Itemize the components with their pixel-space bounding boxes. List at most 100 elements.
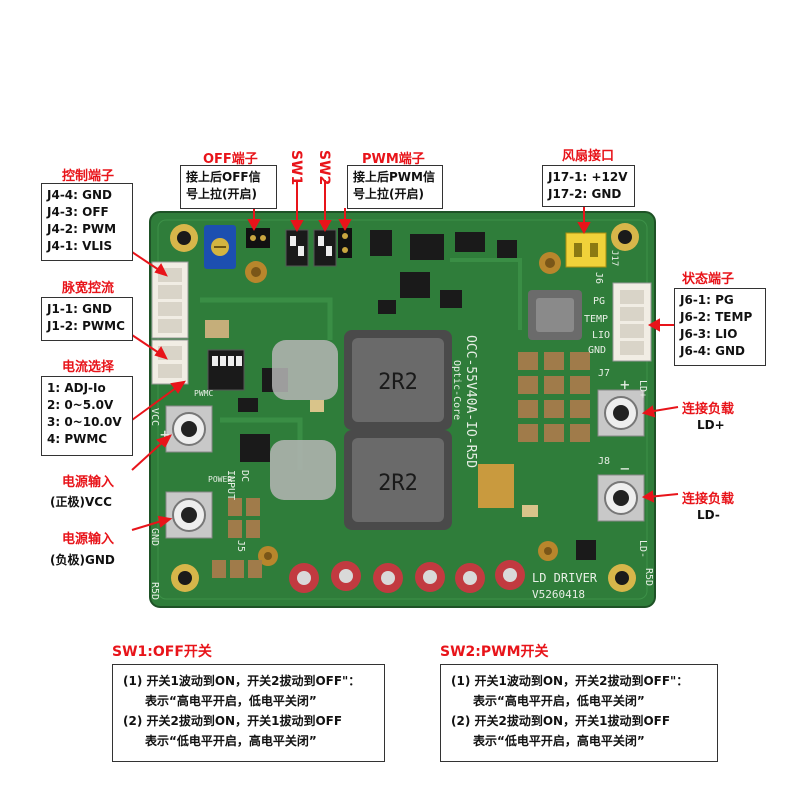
silk-j6: J6 — [593, 272, 604, 284]
load-pos-title: 连接负载 — [682, 402, 735, 417]
silk-plus-right: + — [620, 375, 630, 394]
sw1-line: 表示“高电平开启，低电平关闭” — [145, 694, 317, 708]
sw2-line: 表示“高电平开启，低电平关闭” — [473, 694, 645, 708]
silk-minus-right: − — [620, 459, 630, 478]
connector-j1 — [151, 339, 189, 385]
silk-pwmc: PWMC — [194, 389, 213, 398]
power-in-pos-sub: (正极)VCC — [50, 495, 112, 509]
sw2-title: SW2:PWM开关 — [440, 644, 549, 660]
fan-connector-box: J17-1: +12V J17-2: GND — [542, 165, 635, 207]
silk-j5: J5 — [235, 540, 246, 552]
control-item: J4-3: OFF — [47, 205, 109, 219]
control-terminal-box: J4-4: GND J4-3: OFF J4-2: PWM J4-1: VLIS — [41, 183, 133, 261]
sw2-line: 表示“低电平开启，高电平关闭” — [473, 734, 645, 748]
off-item: 接上后OFF信 — [186, 170, 261, 184]
power-in-neg-sub: (负极)GND — [50, 553, 115, 567]
mount-hole-bl — [171, 564, 199, 592]
current-title: 电流选择 — [62, 360, 115, 375]
sw1-switch — [285, 229, 309, 267]
status-item: J6-1: PG — [680, 293, 734, 307]
current-item: 1: ADJ-Io — [47, 381, 106, 395]
electrolytic-caps — [289, 560, 525, 593]
inductor-2-label: 2R2 — [378, 471, 418, 496]
off-item: 号上拉(开启) — [186, 187, 257, 201]
silk-ld-driver: LD DRIVER — [532, 571, 598, 585]
pulse-title: 脉宽控流 — [62, 281, 115, 296]
silk-input: INPUT — [225, 470, 236, 500]
silk-r5d-right: R5D — [643, 568, 654, 586]
mount-hole-tl — [170, 224, 198, 252]
power-in-neg-title: 电源输入 — [62, 532, 115, 547]
sw1-description-box: (1) 开关1波动到ON，开关2拔动到OFF"： 表示“高电平开启，低电平关闭”… — [112, 664, 385, 762]
mount-hole-tr — [611, 223, 639, 251]
sw2-switch — [313, 229, 337, 267]
pwm-terminal-box: 接上后PWM信 号上拉(开启) — [347, 165, 443, 209]
terminal-ld-minus — [597, 474, 645, 522]
sw2-line: (2) 开关2拔动到ON，开关1拔动到OFF — [451, 714, 671, 728]
silk-j17: J17 — [609, 250, 619, 266]
current-item: 3: 0~10.0V — [47, 415, 122, 429]
terminal-gnd — [165, 491, 213, 539]
pwm-item: 接上后PWM信 — [353, 170, 435, 184]
mount-hole-br — [608, 564, 636, 592]
silk-dc: DC — [239, 470, 250, 482]
inductor-2: 2R2 — [344, 430, 452, 530]
sw2-vertical-label: SW2 — [316, 150, 332, 186]
fan-item: J17-2: GND — [548, 187, 622, 201]
terminal-ld-plus — [597, 389, 645, 437]
load-pos-sub: LD+ — [697, 418, 725, 432]
silk-power: POWER — [208, 475, 232, 484]
silk-lio: LIO — [592, 330, 610, 341]
silk-brand-text: Optic-Core — [451, 360, 462, 420]
pulse-item: J1-2: PWMC — [47, 319, 125, 333]
fan-title: 风扇接口 — [562, 149, 615, 164]
off-terminal-box: 接上后OFF信 号上拉(开启) — [180, 165, 277, 209]
sw1-line: (2) 开关2拔动到ON，开关1拔动到OFF — [123, 714, 343, 728]
current-select-dip — [207, 349, 245, 391]
status-terminal-box: J6-1: PG J6-2: TEMP J6-3: LIO J6-4: GND — [674, 288, 766, 366]
leader-arrows — [131, 180, 679, 531]
connector-j6 — [612, 282, 652, 362]
sw1-line: (1) 开关1波动到ON，开关2拔动到OFF"： — [123, 674, 361, 688]
trimmer-pot — [204, 225, 236, 269]
silk-pg: PG — [593, 296, 605, 307]
status-title: 状态端子 — [682, 272, 735, 287]
inductor-1-label: 2R2 — [378, 370, 418, 395]
current-item: 2: 0~5.0V — [47, 398, 114, 412]
sw1-line: 表示“低电平开启，高电平关闭” — [145, 734, 317, 748]
status-item: J6-4: GND — [680, 344, 745, 358]
mosfet-array — [518, 352, 590, 442]
control-title: 控制端子 — [62, 169, 115, 184]
control-item: J4-1: VLIS — [47, 239, 113, 253]
silk-gnd-left: GND — [149, 528, 160, 546]
silk-model-text: OCC-55V40A-IO-R5D — [463, 335, 478, 468]
pwm-item: 号上拉(开启) — [353, 187, 424, 201]
sw1-vertical-label: SW1 — [288, 150, 304, 186]
control-item: J4-4: GND — [47, 188, 112, 202]
fan-item: J17-1: +12V — [548, 170, 628, 184]
load-neg-title: 连接负载 — [682, 492, 735, 507]
silk-gnd: GND — [588, 345, 606, 356]
pulse-terminal-box: J1-1: GND J1-2: PWMC — [41, 297, 133, 341]
sw2-description-box: (1) 开关1波动到ON，开关2拔动到OFF"： 表示“高电平开启，低电平关闭”… — [440, 664, 718, 762]
load-neg-sub: LD- — [697, 508, 720, 522]
power-in-pos-title: 电源输入 — [62, 475, 115, 490]
current-select-box: 1: ADJ-Io 2: 0~5.0V 3: 0~10.0V 4: PWMC — [41, 376, 133, 456]
control-item: J4-2: PWM — [47, 222, 117, 236]
status-item: J6-3: LIO — [680, 327, 738, 341]
pwm-title: PWM端子 — [362, 152, 425, 167]
sw2-line: (1) 开关1波动到ON，开关2拔动到OFF"： — [451, 674, 689, 688]
silk-date-code: V5260418 — [532, 588, 585, 601]
pulse-item: J1-1: GND — [47, 302, 112, 316]
off-title: OFF端子 — [203, 152, 258, 167]
silk-ld-minus: LD- — [637, 540, 648, 558]
silk-temp: TEMP — [584, 314, 608, 325]
sw1-title: SW1:OFF开关 — [112, 644, 212, 660]
silk-j7: J7 — [598, 368, 610, 379]
terminal-vcc — [165, 405, 213, 453]
connector-j17 — [565, 232, 607, 268]
silk-r5d: R5D — [149, 582, 160, 600]
silk-vcc: VCC — [149, 408, 160, 426]
silk-plus-left: + — [160, 425, 170, 444]
